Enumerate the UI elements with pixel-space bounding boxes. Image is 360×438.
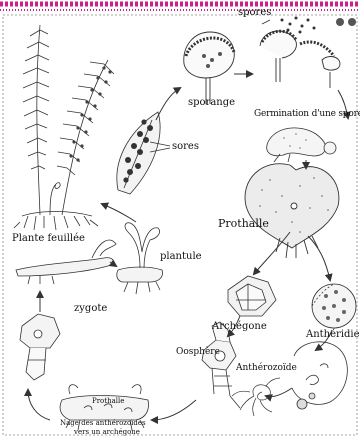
label-zygote: zygote xyxy=(74,304,107,314)
archegonium-drawing xyxy=(228,276,276,316)
fertilization-drawing xyxy=(292,342,347,409)
label-antheridie: Anthéridie xyxy=(306,330,360,340)
germination-drawing xyxy=(267,128,336,162)
young-sporophyte-drawing xyxy=(16,240,116,284)
label-germination: Germination d'une spore xyxy=(254,110,360,119)
fern-plant-drawing xyxy=(14,25,114,230)
arrow-plantule-to-plant xyxy=(102,204,136,222)
label-prothalle-small: Prothalle xyxy=(92,398,124,405)
spores-dispersal-drawing xyxy=(260,17,356,89)
oosphere-drawing xyxy=(202,322,240,408)
plantlet-drawing xyxy=(117,223,163,294)
sporangium-drawing xyxy=(184,32,234,104)
arrow-prothalle-to-archegone xyxy=(254,232,290,274)
label-oosphere: Oosphère xyxy=(176,348,220,357)
label-nage-line1: Nage des anthérozoïdes xyxy=(60,420,146,427)
label-plante-feuillee: Plante feuillée xyxy=(12,234,85,244)
antheridium-drawing xyxy=(312,284,356,328)
zygote-drawing xyxy=(20,314,60,380)
label-plantule: plantule xyxy=(160,252,202,262)
label-spores: spores xyxy=(238,8,271,18)
arrow-to-swimming xyxy=(152,400,196,420)
arrow-sores-to-sporange xyxy=(156,88,180,120)
label-sores: sores xyxy=(172,142,199,152)
label-archegone: Archégone xyxy=(212,322,267,332)
prothallus-drawing xyxy=(245,164,339,258)
label-antherozoide: Anthérozoïde xyxy=(236,364,297,373)
arrow-swimming-to-zygote xyxy=(28,390,50,420)
label-nage-line2: vers un archégone xyxy=(74,429,140,436)
label-sporange: sporange xyxy=(188,98,235,108)
pinna-with-sores-drawing xyxy=(117,112,170,194)
arrow-prothalle-to-antheridie xyxy=(308,236,330,280)
label-prothalle: Prothalle xyxy=(218,218,269,229)
